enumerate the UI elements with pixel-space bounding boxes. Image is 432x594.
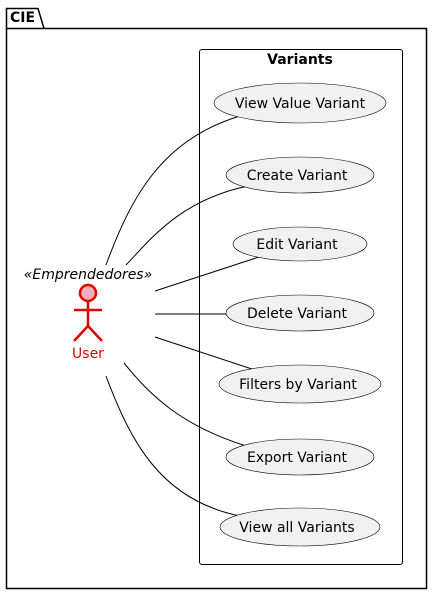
use-case-ellipse — [225, 438, 375, 476]
use-case-view-value-variant[interactable]: View Value Variant — [213, 82, 387, 124]
use-case-delete-variant[interactable]: Delete Variant — [225, 294, 375, 332]
use-case-ellipse — [225, 156, 375, 194]
package-frame — [5, 7, 428, 590]
association-view-value-variant — [105, 115, 241, 266]
use-case-label: Create Variant — [247, 168, 348, 184]
use-case-view-all-variants[interactable]: View all Variants — [219, 507, 381, 547]
actor-user[interactable]: «Emprendedores» User — [24, 267, 153, 362]
use-case-create-variant[interactable]: Create Variant — [225, 156, 375, 194]
use-case-label: Filters by Variant — [239, 377, 357, 393]
association-export-variant — [123, 362, 247, 447]
actor-head — [78, 283, 98, 303]
use-case-label: Delete Variant — [247, 306, 348, 322]
actor-right-leg — [87, 325, 103, 342]
associations — [105, 115, 263, 517]
association-edit-variant — [154, 255, 263, 292]
use-case-edit-variant[interactable]: Edit Variant — [232, 226, 368, 262]
rectangle-frame — [199, 49, 403, 565]
use-case-label: Edit Variant — [256, 237, 338, 253]
rectangle-title: Variants — [267, 52, 333, 68]
use-case-export-variant[interactable]: Export Variant — [225, 438, 375, 476]
association-view-all-variants — [105, 375, 241, 517]
association-create-variant — [125, 185, 249, 266]
use-case-ellipse — [218, 364, 382, 404]
use-case-ellipse — [219, 507, 381, 547]
use-case-label: Export Variant — [247, 450, 347, 466]
use-case-label: View Value Variant — [235, 96, 366, 112]
actor-left-leg — [73, 325, 89, 342]
package-cie: CIE — [5, 7, 428, 590]
actor-figure-icon — [73, 283, 103, 342]
package-title: CIE — [10, 10, 35, 26]
use-case-label: View all Variants — [239, 520, 354, 536]
actor-name: User — [72, 346, 104, 362]
rectangle-variants: Variants — [199, 49, 403, 565]
use-case-filters-by-variant[interactable]: Filters by Variant — [218, 364, 382, 404]
use-case-ellipse — [225, 294, 375, 332]
use-case-ellipse — [232, 226, 368, 262]
use-case-ellipse — [213, 82, 387, 124]
actor-stereotype: «Emprendedores» — [24, 267, 153, 283]
association-filters-by-variant — [154, 336, 256, 371]
